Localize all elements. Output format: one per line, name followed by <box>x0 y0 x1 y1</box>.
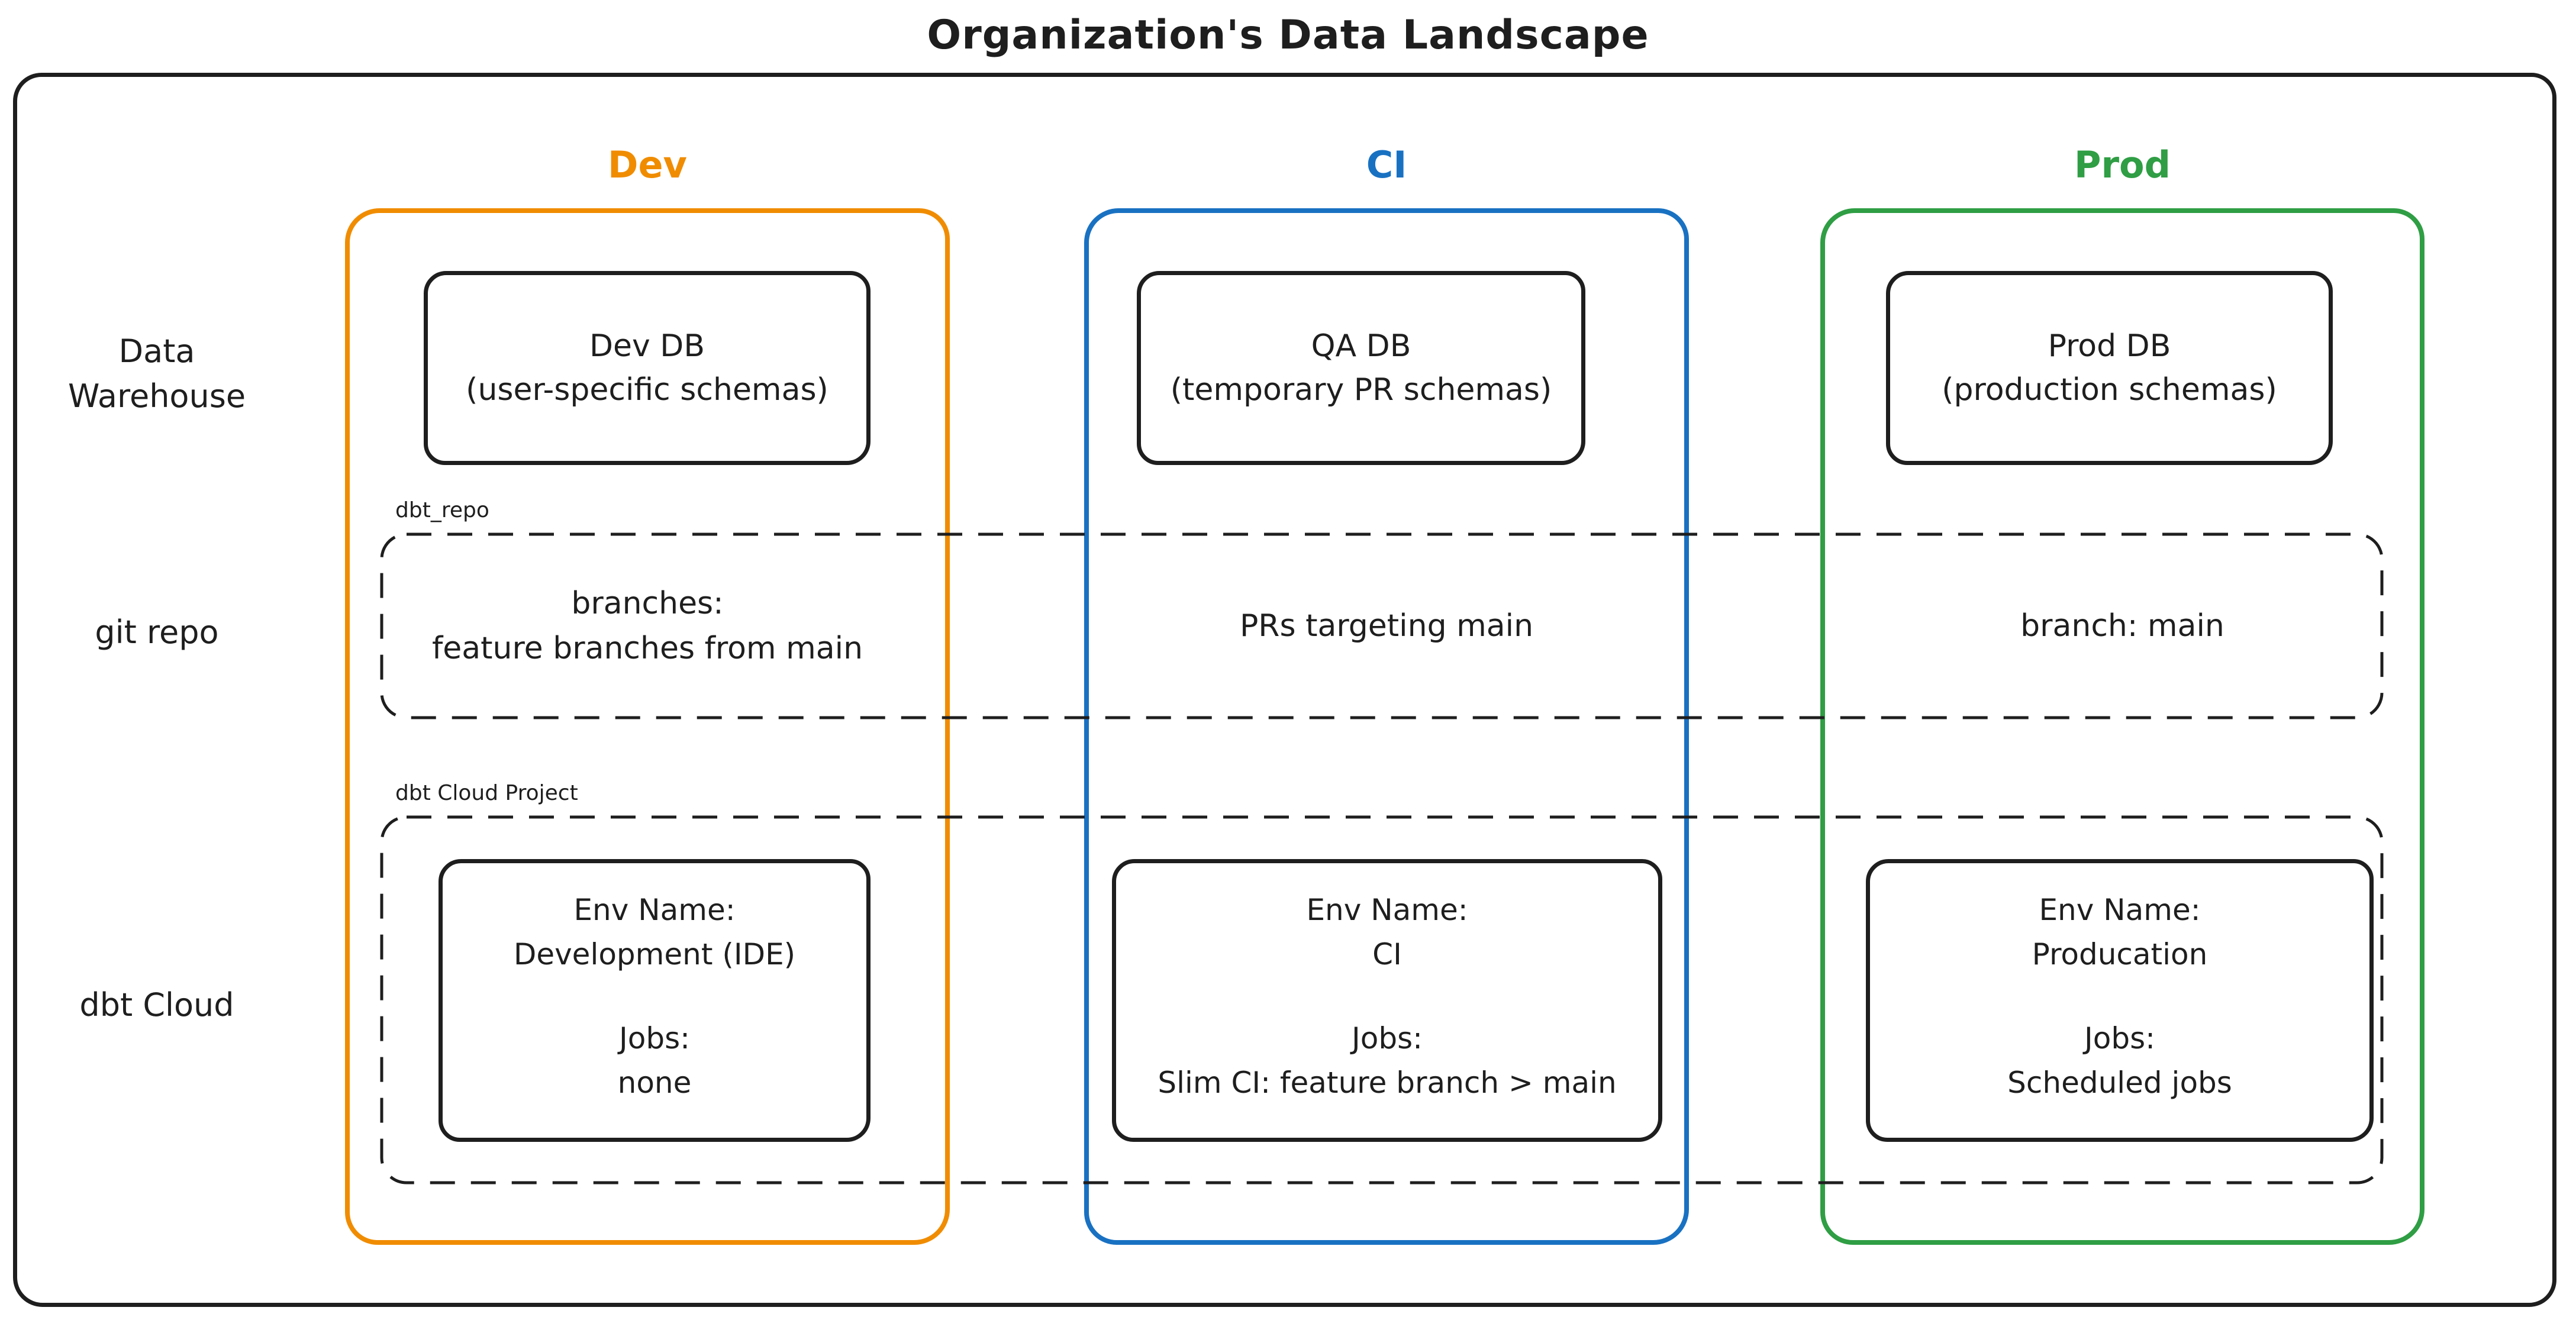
ci-env-label: Env Name: <box>1306 893 1468 927</box>
prod-env-box: Env Name: Producation Jobs: Scheduled jo… <box>1866 859 2374 1142</box>
outer-container <box>13 73 2556 1307</box>
column-header-ci: CI <box>1366 143 1407 186</box>
column-header-dev: Dev <box>608 143 687 186</box>
prod-jobs-label: Jobs: <box>2084 1021 2155 1055</box>
git-repo-dev-line2: feature branches from main <box>431 631 863 666</box>
column-frame-dev <box>345 208 950 1245</box>
dev-db-box: Dev DB (user-specific schemas) <box>424 271 871 465</box>
dev-env-label: Env Name: <box>573 893 736 927</box>
column-frame-ci <box>1084 208 1689 1245</box>
git-repo-container-label: dbt_repo <box>395 498 489 522</box>
dev-env-box: Env Name: Development (IDE) Jobs: none <box>439 859 871 1142</box>
ci-jobs-group: Jobs: Slim CI: feature branch > main <box>1158 1016 1616 1105</box>
prod-env-group: Env Name: Producation <box>2032 888 2208 977</box>
dev-db-subtitle: (user-specific schemas) <box>466 372 828 408</box>
qa-db-box: QA DB (temporary PR schemas) <box>1137 271 1585 465</box>
row-label-dbt-cloud: dbt Cloud <box>79 986 234 1024</box>
column-header-prod: Prod <box>2074 143 2171 186</box>
dev-env-name: Development (IDE) <box>513 937 796 971</box>
ci-env-name: CI <box>1372 937 1402 971</box>
ci-env-box: Env Name: CI Jobs: Slim CI: feature bran… <box>1112 859 1662 1142</box>
dev-jobs-group: Jobs: none <box>618 1016 692 1105</box>
ci-jobs-label: Jobs: <box>1352 1021 1423 1055</box>
column-frame-prod <box>1820 208 2425 1245</box>
git-repo-dev-line1: branches: <box>571 586 724 621</box>
prod-env-name: Producation <box>2032 937 2208 971</box>
prod-db-box: Prod DB (production schemas) <box>1886 271 2333 465</box>
prod-env-label: Env Name: <box>2039 893 2201 927</box>
page-title: Organization's Data Landscape <box>927 12 1649 59</box>
qa-db-subtitle: (temporary PR schemas) <box>1170 372 1552 408</box>
git-repo-cell-dev: branches: feature branches from main <box>345 559 950 693</box>
prod-jobs-value: Scheduled jobs <box>2007 1066 2232 1100</box>
ci-jobs-value: Slim CI: feature branch > main <box>1158 1066 1617 1100</box>
prod-db-title: Prod DB <box>2048 328 2171 364</box>
dev-jobs-label: Jobs: <box>619 1021 690 1055</box>
git-repo-cell-prod: branch: main <box>1820 559 2425 693</box>
dev-env-group: Env Name: Development (IDE) <box>514 888 795 977</box>
dev-db-title: Dev DB <box>589 328 705 364</box>
row-label-git-repo: git repo <box>95 614 219 651</box>
qa-db-title: QA DB <box>1311 328 1411 364</box>
ci-env-group: Env Name: CI <box>1306 888 1468 977</box>
dbt-cloud-container-label: dbt Cloud Project <box>395 781 578 805</box>
dev-jobs-value: none <box>617 1066 692 1100</box>
prod-db-subtitle: (production schemas) <box>1942 372 2277 408</box>
git-repo-cell-ci: PRs targeting main <box>1084 559 1689 693</box>
git-repo-prod-line1: branch: main <box>2020 608 2224 644</box>
prod-jobs-group: Jobs: Scheduled jobs <box>2007 1016 2232 1105</box>
row-label-data-warehouse: Data Warehouse <box>67 333 246 415</box>
git-repo-ci-line1: PRs targeting main <box>1239 608 1534 644</box>
